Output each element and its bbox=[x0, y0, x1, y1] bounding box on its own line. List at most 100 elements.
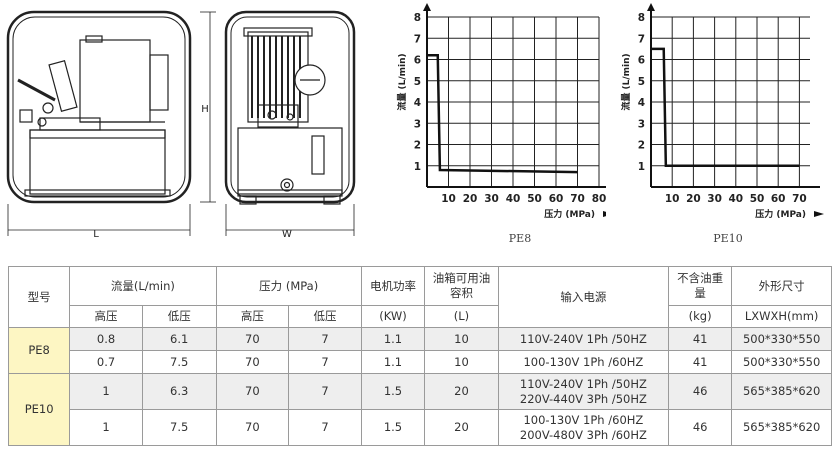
y-tick-label: 1 bbox=[414, 161, 421, 173]
cell-flow-high: 1 bbox=[69, 373, 143, 410]
cell-flow-high: 0.8 bbox=[69, 327, 143, 351]
length-label: L bbox=[93, 229, 99, 240]
subheader-capacity-unit: (L) bbox=[424, 305, 499, 328]
y-tick-label: 3 bbox=[638, 118, 645, 130]
cell-pressure-low: 7 bbox=[288, 350, 362, 374]
table-row: 0.7 7.5 70 7 1.1 10 100-130V 1Ph /60HZ 4… bbox=[9, 350, 832, 374]
model-cell-pe8: PE8 bbox=[7, 327, 71, 374]
model-cell-pe10: PE10 bbox=[7, 373, 71, 446]
cell-pressure-high: 70 bbox=[215, 409, 290, 446]
x-axis-label: 压力 (MPa) bbox=[544, 208, 595, 220]
table-row: 1 7.5 70 7 1.5 20 100-130V 1Ph /60HZ 200… bbox=[9, 409, 832, 446]
x-tick-label: 70 bbox=[570, 193, 585, 205]
series-line bbox=[427, 54, 578, 174]
cell-flow-low: 7.5 bbox=[141, 409, 217, 446]
y-tick-label: 8 bbox=[638, 12, 645, 24]
cell-dimensions: 565*385*620 bbox=[731, 373, 832, 410]
cell-capacity: 10 bbox=[424, 327, 499, 351]
supply-line: 110V-240V 1Ph /50HZ bbox=[519, 331, 647, 346]
cell-supply: 110V-240V 1Ph /50HZ bbox=[497, 327, 669, 351]
cell-supply: 100-130V 1Ph /60HZ bbox=[497, 350, 669, 374]
cell-capacity: 10 bbox=[424, 350, 499, 374]
y-tick-label: 7 bbox=[414, 33, 421, 45]
y-tick-label: 2 bbox=[414, 140, 421, 152]
cell-dimensions: 565*385*620 bbox=[731, 409, 832, 446]
table-header-row: 型号 流量(L/min) 压力 (MPa) 电机功率 油箱可用油 容积 输入电源… bbox=[7, 266, 832, 328]
cell-capacity: 20 bbox=[424, 409, 499, 446]
header-motor-power: 电机功率 bbox=[360, 266, 426, 306]
cell-supply: 100-130V 1Ph /60HZ 200V-480V 3Ph /60HZ bbox=[497, 409, 669, 446]
height-label: H bbox=[201, 104, 209, 115]
x-tick-label: 50 bbox=[527, 193, 542, 205]
y-axis-arrow bbox=[423, 3, 431, 11]
y-tick-label: 1 bbox=[638, 161, 645, 173]
cell-supply: 110V-240V 1Ph /50HZ 220V-440V 3Ph /50HZ bbox=[497, 373, 669, 410]
subheader-power-unit: (KW) bbox=[360, 305, 426, 328]
subheader-pressure-low: 低压 bbox=[288, 305, 362, 328]
header-pressure: 压力 (MPa) bbox=[215, 266, 362, 306]
x-tick-label: 30 bbox=[707, 193, 722, 205]
y-tick-label: 6 bbox=[414, 55, 421, 67]
supply-line: 100-130V 1Ph /60HZ bbox=[523, 412, 644, 427]
x-axis-label: 压力 (MPa) bbox=[755, 208, 806, 220]
x-axis-arrow bbox=[603, 211, 606, 217]
cell-flow-low: 6.3 bbox=[141, 373, 217, 410]
subheader-pressure-high: 高压 bbox=[215, 305, 290, 328]
cell-power: 1.1 bbox=[360, 327, 426, 351]
cell-pressure-high: 70 bbox=[215, 373, 290, 410]
header-weight-line1: 不含油重 bbox=[677, 271, 724, 285]
table-subheader-row: 高压 低压 高压 低压 (KW) (L) (kg) LXWXH(mm) bbox=[9, 305, 832, 328]
header-flow: 流量(L/min) bbox=[69, 266, 217, 306]
spec-table: 型号 流量(L/min) 压力 (MPa) 电机功率 油箱可用油 容积 输入电源… bbox=[7, 266, 832, 446]
y-tick-label: 3 bbox=[414, 118, 421, 130]
header-weight-line2: 量 bbox=[694, 286, 706, 300]
cell-flow-high: 0.7 bbox=[69, 350, 143, 374]
header-power-supply: 输入电源 bbox=[497, 266, 669, 328]
header-tank-capacity: 油箱可用油 容积 bbox=[424, 266, 499, 306]
x-tick-label: 10 bbox=[441, 193, 456, 205]
y-axis-label: 流量 (L/min) bbox=[620, 53, 632, 110]
x-tick-label: 60 bbox=[771, 193, 786, 205]
header-tank-capacity-line2: 容积 bbox=[449, 286, 473, 300]
x-tick-label: 40 bbox=[728, 193, 743, 205]
x-tick-label: 10 bbox=[665, 193, 680, 205]
header-model: 型号 bbox=[7, 266, 71, 328]
supply-line: 200V-480V 3Ph /60HZ bbox=[519, 427, 647, 442]
cell-power: 1.5 bbox=[360, 373, 426, 410]
series-line bbox=[651, 47, 800, 167]
cell-flow-high: 1 bbox=[69, 409, 143, 446]
cell-flow-low: 6.1 bbox=[141, 327, 217, 351]
y-tick-label: 5 bbox=[638, 76, 645, 88]
cell-power: 1.1 bbox=[360, 350, 426, 374]
supply-line: 220V-440V 3Ph /50HZ bbox=[519, 391, 647, 406]
cell-flow-low: 7.5 bbox=[141, 350, 217, 374]
cell-weight: 41 bbox=[667, 350, 733, 374]
cell-pressure-low: 7 bbox=[288, 327, 362, 351]
x-tick-label: 40 bbox=[506, 193, 521, 205]
y-tick-label: 7 bbox=[638, 33, 645, 45]
table-row: PE8 0.8 6.1 70 7 1.1 10 110V-240V 1Ph /5… bbox=[7, 327, 832, 374]
y-tick-label: 4 bbox=[414, 97, 421, 109]
cell-pressure-high: 70 bbox=[215, 327, 290, 351]
x-tick-label: 20 bbox=[463, 193, 478, 205]
y-tick-label: 8 bbox=[414, 12, 421, 24]
table-row: PE10 1 6.3 70 7 1.5 20 110V-240V 1Ph /50… bbox=[7, 373, 832, 446]
cell-weight: 46 bbox=[667, 409, 733, 446]
side-dimensions bbox=[7, 11, 216, 236]
cell-weight: 46 bbox=[667, 373, 733, 410]
cell-weight: 41 bbox=[667, 327, 733, 351]
header-tank-capacity-line1: 油箱可用油 bbox=[432, 271, 491, 285]
x-tick-label: 60 bbox=[549, 193, 564, 205]
y-tick-label: 2 bbox=[638, 140, 645, 152]
x-tick-label: 80 bbox=[592, 193, 606, 205]
x-axis-arrow bbox=[814, 211, 824, 217]
cell-pressure-low: 7 bbox=[288, 373, 362, 410]
cell-pressure-high: 70 bbox=[215, 350, 290, 374]
front-view-drawing bbox=[224, 10, 356, 205]
supply-line: 110V-240V 1Ph /50HZ bbox=[519, 376, 647, 391]
y-tick-label: 5 bbox=[414, 76, 421, 88]
subheader-dim-unit: LXWXH(mm) bbox=[731, 305, 832, 328]
y-axis-arrow bbox=[647, 3, 655, 11]
